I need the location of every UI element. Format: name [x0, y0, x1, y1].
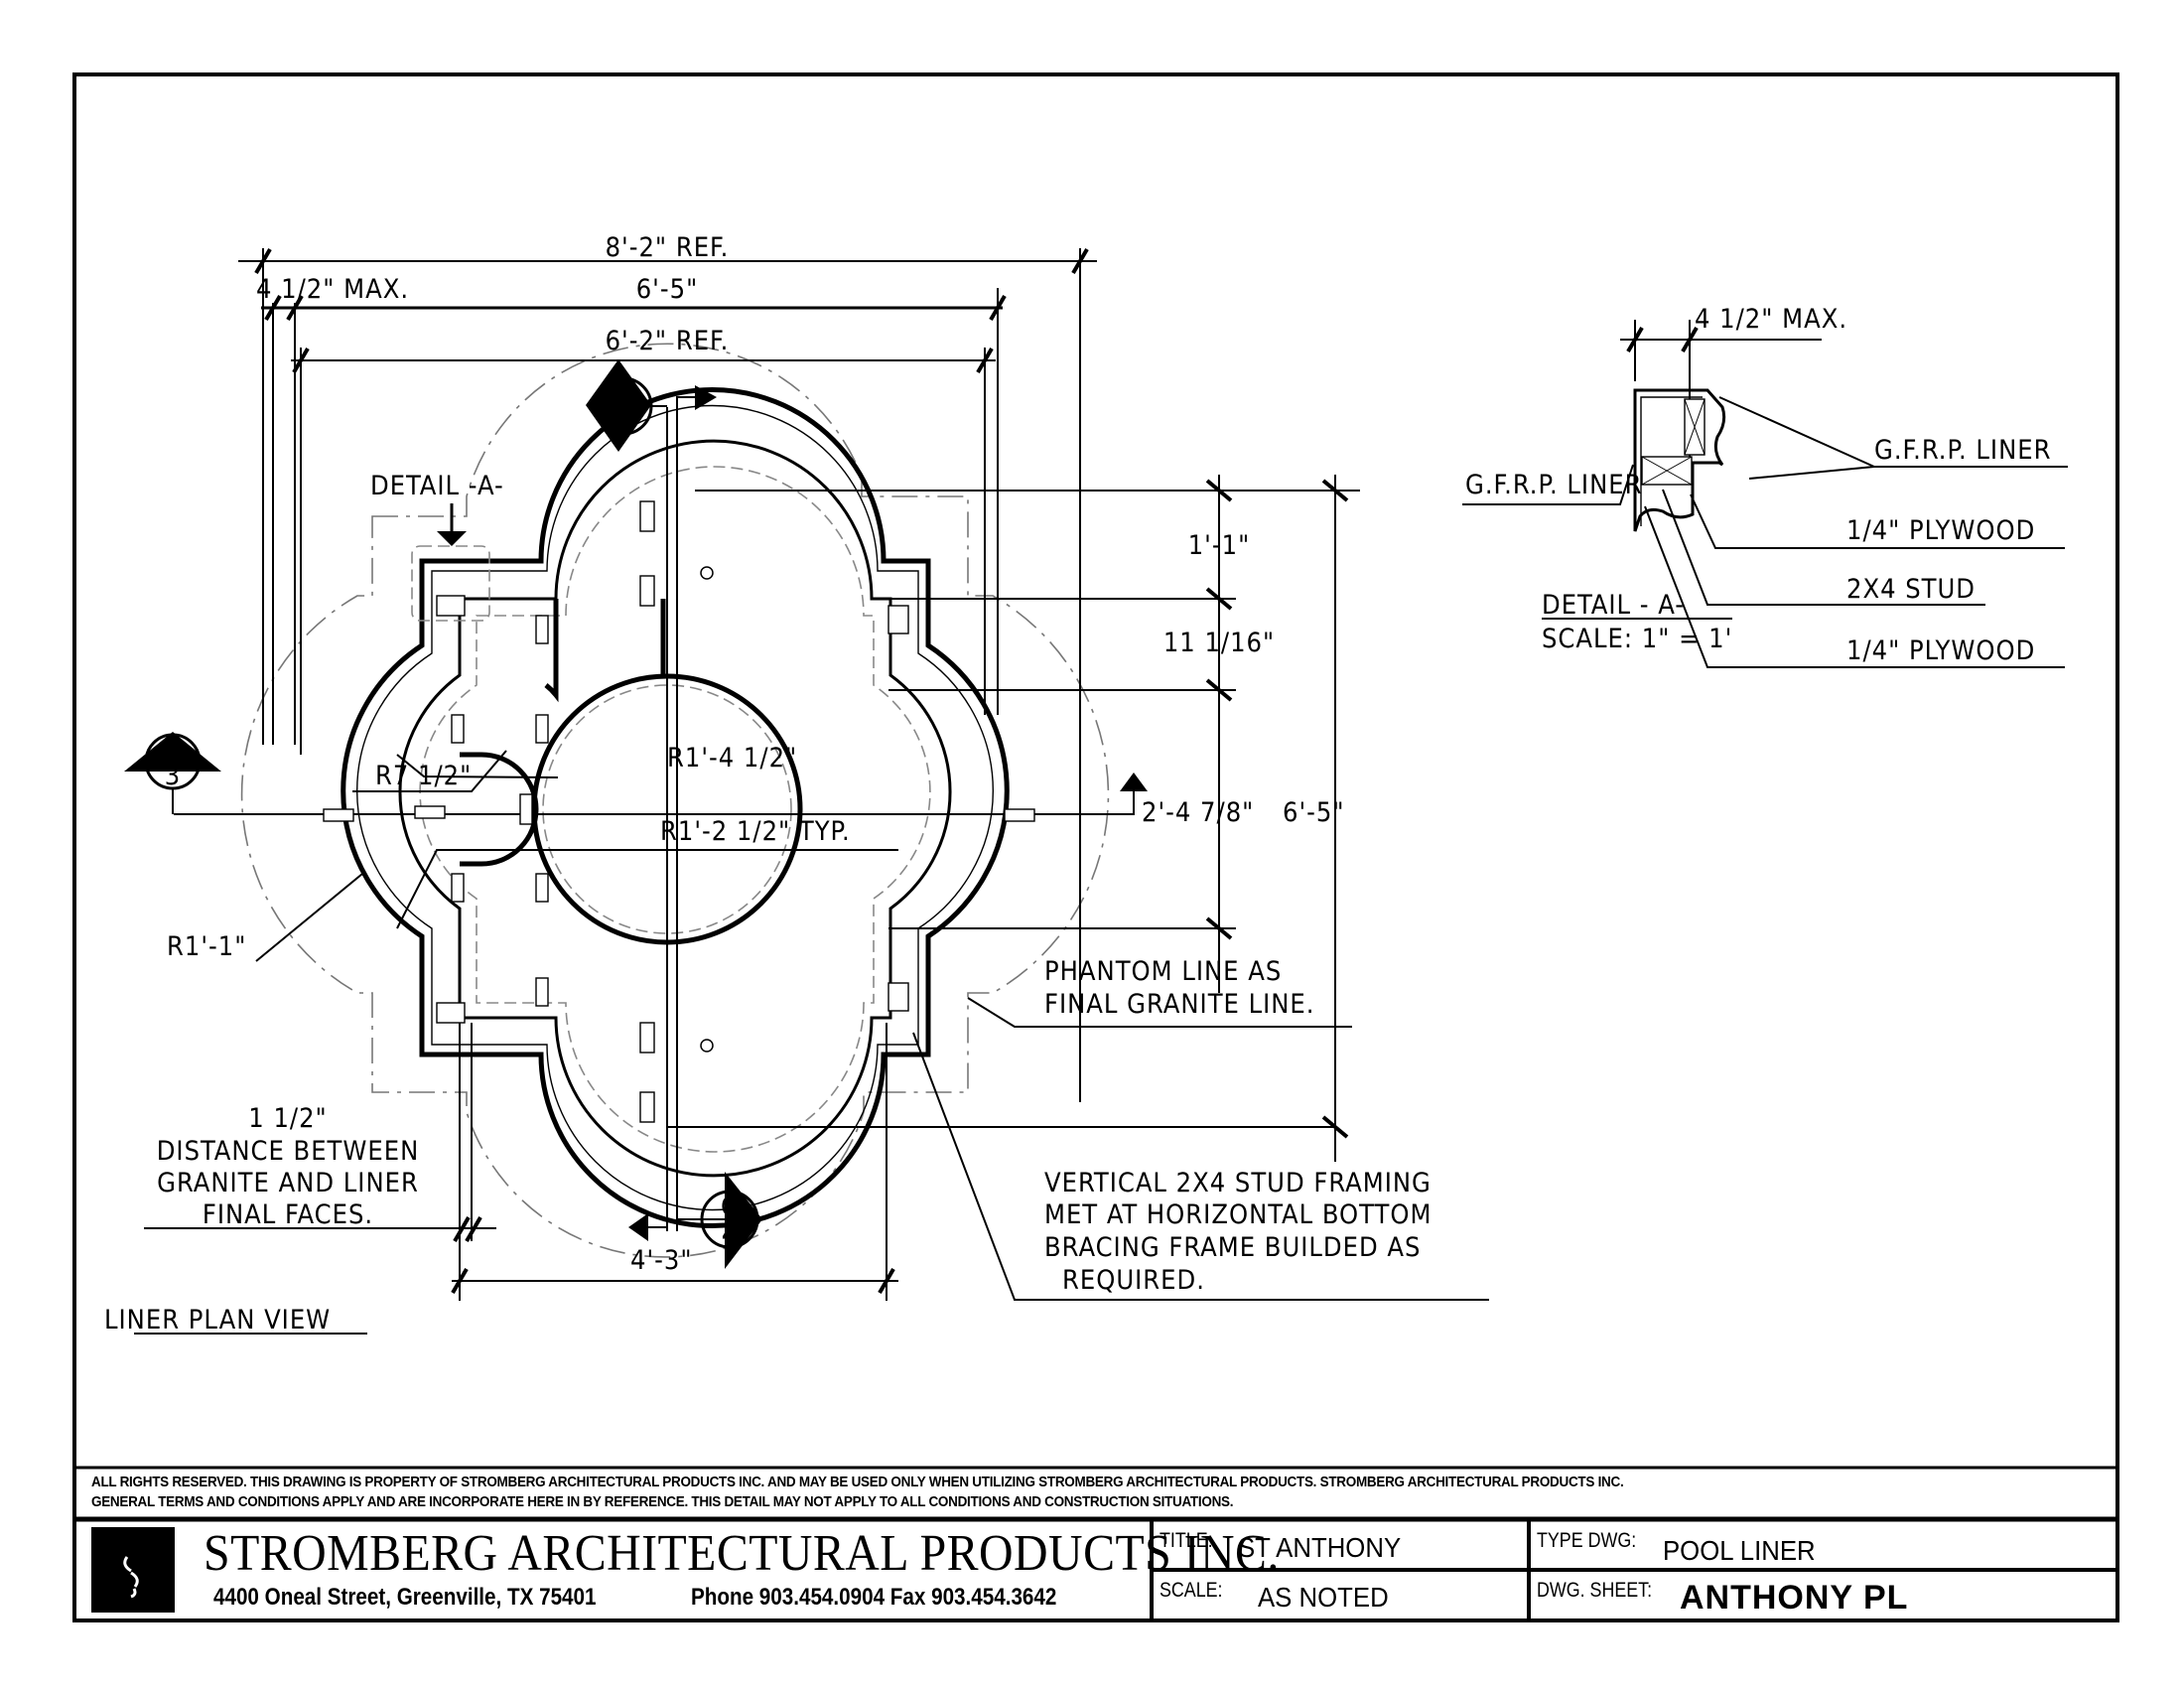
company-name: STROMBERG ARCHITECTURAL PRODUCTS INC.: [204, 1525, 1280, 1582]
detail-a: 4 1/2" MAX. G.F.R.P. LINER G.F.R.P. LINE…: [1462, 304, 2068, 668]
radius-r1-2-typ: R1'-2 1/2" TYP.: [660, 816, 851, 847]
scale-value: AS NOTED: [1258, 1582, 1389, 1613]
marker-a-sheet: 3: [165, 761, 181, 791]
radius-r1-1: R1'-1": [167, 931, 246, 962]
section-line-a-end: [1052, 791, 1135, 815]
note-framing: VERTICAL 2X4 STUD FRAMING MET AT HORIZON…: [912, 1032, 1489, 1301]
type-value: POOL LINER: [1663, 1535, 1816, 1566]
detail-a-title: DETAIL - A-: [1542, 590, 1685, 621]
radius-r1-4: R1'-4 1/2": [667, 743, 797, 774]
logo-flame-icon: [123, 1556, 139, 1599]
svg-text:FINAL FACES.: FINAL FACES.: [203, 1199, 373, 1230]
svg-text:REQUIRED.: REQUIRED.: [1062, 1265, 1205, 1296]
view-title: LINER PLAN VIEW: [104, 1305, 331, 1336]
company-contact: Phone 903.454.0904 Fax 903.454.3642: [691, 1584, 1057, 1611]
detail-a-liner-right: G.F.R.P. LINER: [1874, 435, 2051, 466]
detail-a-scale: SCALE: 1" = 1': [1542, 624, 1732, 654]
svg-text:FINAL GRANITE LINE.: FINAL GRANITE LINE.: [1044, 989, 1315, 1020]
dim-max-wall: 4 1/2" MAX.: [256, 274, 409, 305]
section-arrow-a-right: [1120, 773, 1148, 791]
svg-text:VERTICAL 2X4 STUD FRAMING: VERTICAL 2X4 STUD FRAMING: [1044, 1168, 1432, 1198]
drain-bottom: [700, 1039, 714, 1053]
liner-outer-outline: [341, 387, 1010, 1228]
detail-a-callout: DETAIL -A-: [370, 471, 504, 501]
marker-c-letter: C: [721, 1192, 739, 1222]
scale-label: SCALE:: [1160, 1579, 1223, 1602]
dim-gap-1-1-2: 1 1/2": [248, 1103, 327, 1134]
marker-a-letter: A: [164, 733, 182, 764]
legal-notice: ALL RIGHTS RESERVED. THIS DRAWING IS PRO…: [91, 1473, 1624, 1512]
dim-overall-ref: 8'-2" REF.: [606, 232, 730, 263]
dim-2-4-7-8: 2'-4 7/8": [1142, 797, 1254, 828]
dim-4-3: 4'-3": [630, 1245, 693, 1276]
detail-a-plywood-1: 1/4" PLYWOOD: [1846, 515, 2035, 546]
radius-labels: R7 1/2" R1'-4 1/2" R1'-2 1/2" TYP. R1'-1…: [167, 743, 898, 962]
dim-right-6-5: 6'-5": [1283, 797, 1345, 828]
marker-c-sheet: 4: [722, 1219, 738, 1250]
upper-room: [544, 599, 666, 703]
inner-dashed-guide: [419, 466, 931, 1153]
detail-a-plywood-2: 1/4" PLYWOOD: [1846, 635, 2035, 666]
plan-dimensions: 8'-2" REF. 4 1/2" MAX. 6'-5" 6'-2" REF. …: [144, 232, 1360, 1301]
note-phantom: PHANTOM LINE AS FINAL GRANITE LINE.: [967, 956, 1352, 1028]
dim-1-1: 1'-1": [1188, 530, 1251, 561]
dim-11-1-16: 11 1/16": [1163, 628, 1275, 658]
section-arrow-c: [628, 1213, 648, 1241]
liner-inner-outline: [398, 439, 952, 1178]
svg-text:PHANTOM LINE AS: PHANTOM LINE AS: [1044, 956, 1282, 987]
company-logo: [91, 1527, 175, 1613]
section-marker-b: B 4: [586, 359, 653, 452]
legal-notice-line-1: ALL RIGHTS RESERVED. THIS DRAWING IS PRO…: [91, 1475, 1624, 1490]
dim-6-2-ref: 6'-2" REF.: [606, 326, 730, 356]
section-marker-c: C 4: [700, 1172, 762, 1269]
legal-notice-line-2: GENERAL TERMS AND CONDITIONS APPLY AND A…: [91, 1494, 1234, 1510]
detail-a-liner-left: G.F.R.P. LINER: [1465, 470, 1642, 500]
sheet-border: [72, 72, 2119, 1622]
detail-a-stud: 2X4 STUD: [1846, 574, 1976, 605]
section-marker-a: A 3: [124, 732, 221, 814]
section-line-b-arrow: [676, 396, 695, 407]
svg-text:BRACING FRAME BUILDED AS: BRACING FRAME BUILDED AS: [1044, 1232, 1421, 1263]
svg-text:GRANITE AND LINER: GRANITE AND LINER: [157, 1168, 419, 1198]
plan-view: [174, 343, 1132, 1258]
note-gap: DISTANCE BETWEEN GRANITE AND LINER FINAL…: [157, 1136, 420, 1230]
drain-top: [700, 566, 714, 580]
section-arrow-b: [695, 385, 717, 410]
company-address: 4400 Oneal Street, Greenville, TX 75401: [213, 1584, 597, 1611]
dim-6-5: 6'-5": [636, 274, 699, 305]
marker-b-sheet: 4: [615, 405, 631, 436]
sheet-value: ANTHONY PL: [1680, 1579, 1909, 1617]
left-lobe: [460, 752, 539, 867]
svg-text:DISTANCE BETWEEN: DISTANCE BETWEEN: [157, 1136, 420, 1167]
marker-b-letter: B: [614, 378, 632, 409]
title-label: TITLE:: [1160, 1529, 1213, 1552]
central-circle-inner: [542, 684, 792, 934]
svg-text:MET AT HORIZONTAL BOTTOM: MET AT HORIZONTAL BOTTOM: [1044, 1199, 1432, 1230]
detail-a-arrow-head: [437, 531, 467, 546]
type-label: TYPE DWG:: [1537, 1529, 1637, 1552]
detail-a-dimension: 4 1/2" MAX.: [1695, 304, 1847, 335]
title-value: ST ANTHONY: [1238, 1532, 1402, 1563]
sheet-label: DWG. SHEET:: [1537, 1579, 1653, 1602]
stud-boxes: [323, 500, 1035, 1123]
